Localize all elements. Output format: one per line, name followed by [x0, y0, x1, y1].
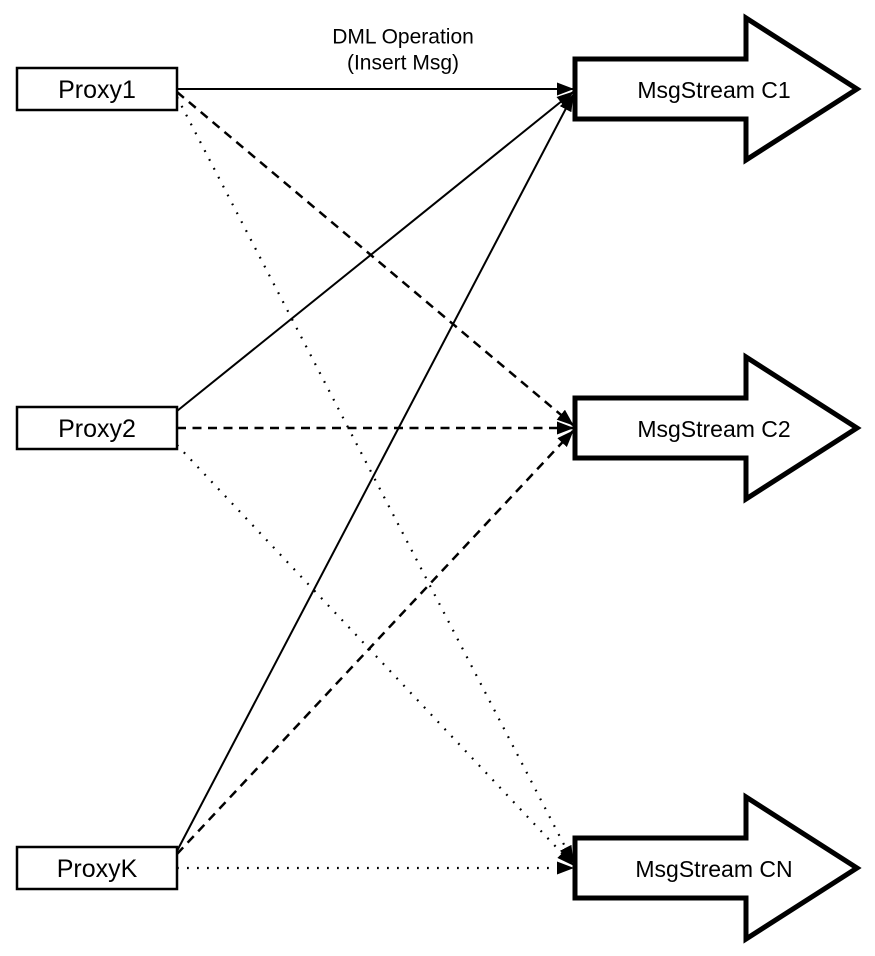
diagram-title-line1: DML Operation: [332, 26, 474, 49]
edges-layer: [176, 82, 574, 875]
diagram-title-line2: (Insert Msg): [347, 52, 459, 75]
stream-arrow-c2: [572, 352, 862, 504]
stream-arrow-cn: [572, 792, 862, 944]
proxy-box-proxy1: [15, 66, 179, 112]
edge-proxy1-c2: [176, 91, 574, 426]
proxy-label-proxy1: Proxy1: [58, 76, 136, 104]
proxy-box-proxy2: [15, 405, 179, 451]
stream-label-c1: MsgStream C1: [637, 77, 790, 103]
proxy-label-proxyk: ProxyK: [57, 855, 138, 883]
edge-proxy2-c1: [176, 91, 574, 412]
edge-proxy2-cn: [176, 444, 574, 866]
stream-arrow-c1: [572, 13, 862, 165]
stream-label-cn: MsgStream CN: [635, 856, 792, 882]
edge-proxyk-c2: [176, 430, 574, 855]
proxy-box-proxyk: [15, 845, 179, 891]
proxy-label-proxy2: Proxy2: [58, 415, 136, 443]
edge-proxy1-cn: [176, 96, 574, 863]
stream-label-c2: MsgStream C2: [637, 416, 790, 442]
edge-proxyk-c1: [176, 94, 574, 852]
